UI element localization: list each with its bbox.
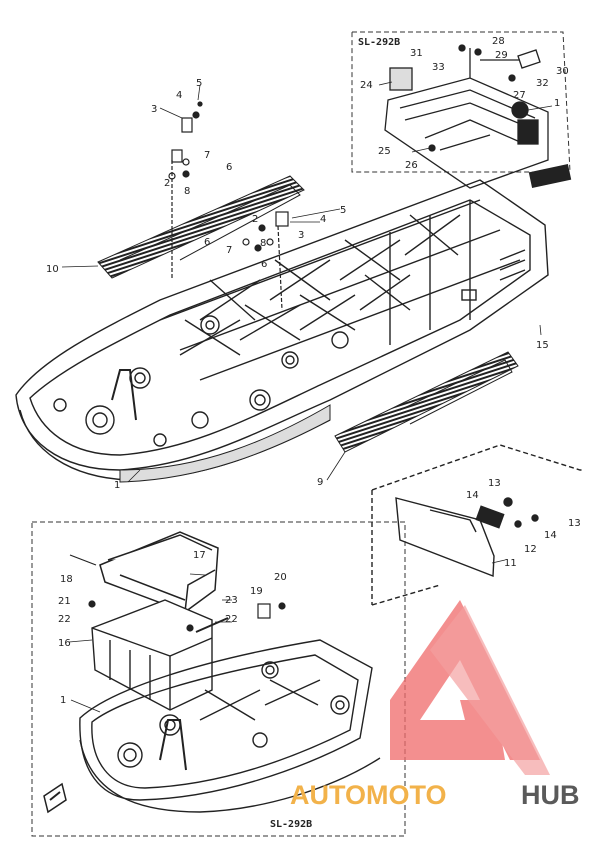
callout-17: 17: [193, 550, 206, 561]
deck-mat-right: [334, 351, 519, 453]
mat-outline-right: [399, 359, 513, 425]
callout-4: 4: [320, 214, 326, 225]
mat-outline-left: [119, 184, 301, 261]
hardware-group-middle: [242, 211, 289, 311]
callout-14: 14: [466, 490, 479, 501]
callout-8: 8: [184, 186, 190, 197]
hardware-group-upper-left: [168, 101, 203, 280]
bottom-inset: [31, 521, 406, 837]
callout-15: 15: [536, 340, 549, 351]
callout-31: 31: [410, 48, 423, 59]
callout-12: 12: [524, 544, 537, 555]
callout-26: 26: [405, 160, 418, 171]
top-inset-code: SL-292B: [358, 37, 400, 48]
callout-25: 25: [378, 146, 391, 157]
storage-box: [91, 599, 213, 711]
front-arrow-badge: [43, 782, 67, 814]
callout-33: 33: [432, 62, 445, 73]
callout-30: 30: [556, 66, 569, 77]
callout-32: 32: [536, 78, 549, 89]
callout-1: 1: [554, 98, 560, 109]
callout-23: 23: [225, 595, 238, 606]
callout-16: 16: [58, 638, 71, 649]
callout-6: 6: [226, 162, 232, 173]
callout-5: 5: [196, 78, 202, 89]
callout-5: 5: [340, 205, 346, 216]
callout-6: 6: [204, 237, 210, 248]
callout-22: 22: [225, 614, 238, 625]
upper-hull-deck: [15, 179, 549, 481]
callout-14: 14: [544, 530, 557, 541]
callout-27: 27: [513, 90, 526, 101]
hull-side-shade: [119, 404, 331, 483]
callout-2: 2: [252, 214, 258, 225]
access-panel: [371, 444, 582, 606]
watermark-text-hub: HUB: [521, 780, 580, 810]
callout-7: 7: [226, 245, 232, 256]
bottom-inset-code: SL-292B: [270, 819, 312, 830]
callout-24: 24: [360, 80, 373, 91]
callout-9: 9: [317, 477, 323, 488]
top-inset: [351, 31, 571, 173]
callout-6: 6: [261, 259, 267, 270]
callout-8: 8: [260, 238, 266, 249]
callout-2: 2: [164, 178, 170, 189]
callout-20: 20: [274, 572, 287, 583]
callout-29: 29: [495, 50, 508, 61]
callout-4: 4: [176, 90, 182, 101]
automotohub-logo-mark: [390, 600, 550, 775]
storage-lid: [99, 531, 219, 613]
callout-13: 13: [568, 518, 581, 529]
callout-19: 19: [250, 586, 263, 597]
callout-3: 3: [298, 230, 304, 241]
decal-label: [528, 164, 572, 188]
leader-lines: [61, 81, 553, 713]
callout-13: 13: [488, 478, 501, 489]
callout-1: 1: [60, 695, 66, 706]
bottom-hardware: [69, 554, 286, 633]
watermark-text-automoto: AUTOMOTO: [290, 780, 447, 810]
callout-7: 7: [204, 150, 210, 161]
callout-22: 22: [58, 614, 71, 625]
callout-11: 11: [504, 558, 517, 569]
callout-3: 3: [151, 104, 157, 115]
callout-21: 21: [58, 596, 71, 607]
deck-mat-left: [97, 175, 305, 279]
callout-10: 10: [46, 264, 59, 275]
callout-18: 18: [60, 574, 73, 585]
bottom-hull: [79, 639, 381, 813]
callout-28: 28: [492, 36, 505, 47]
callout-labels: 1 1 1 2 2 3 3 4 4 5 5 6 6 6 7 7 8 8 9 10…: [46, 36, 581, 706]
callout-1: 1: [114, 480, 120, 491]
